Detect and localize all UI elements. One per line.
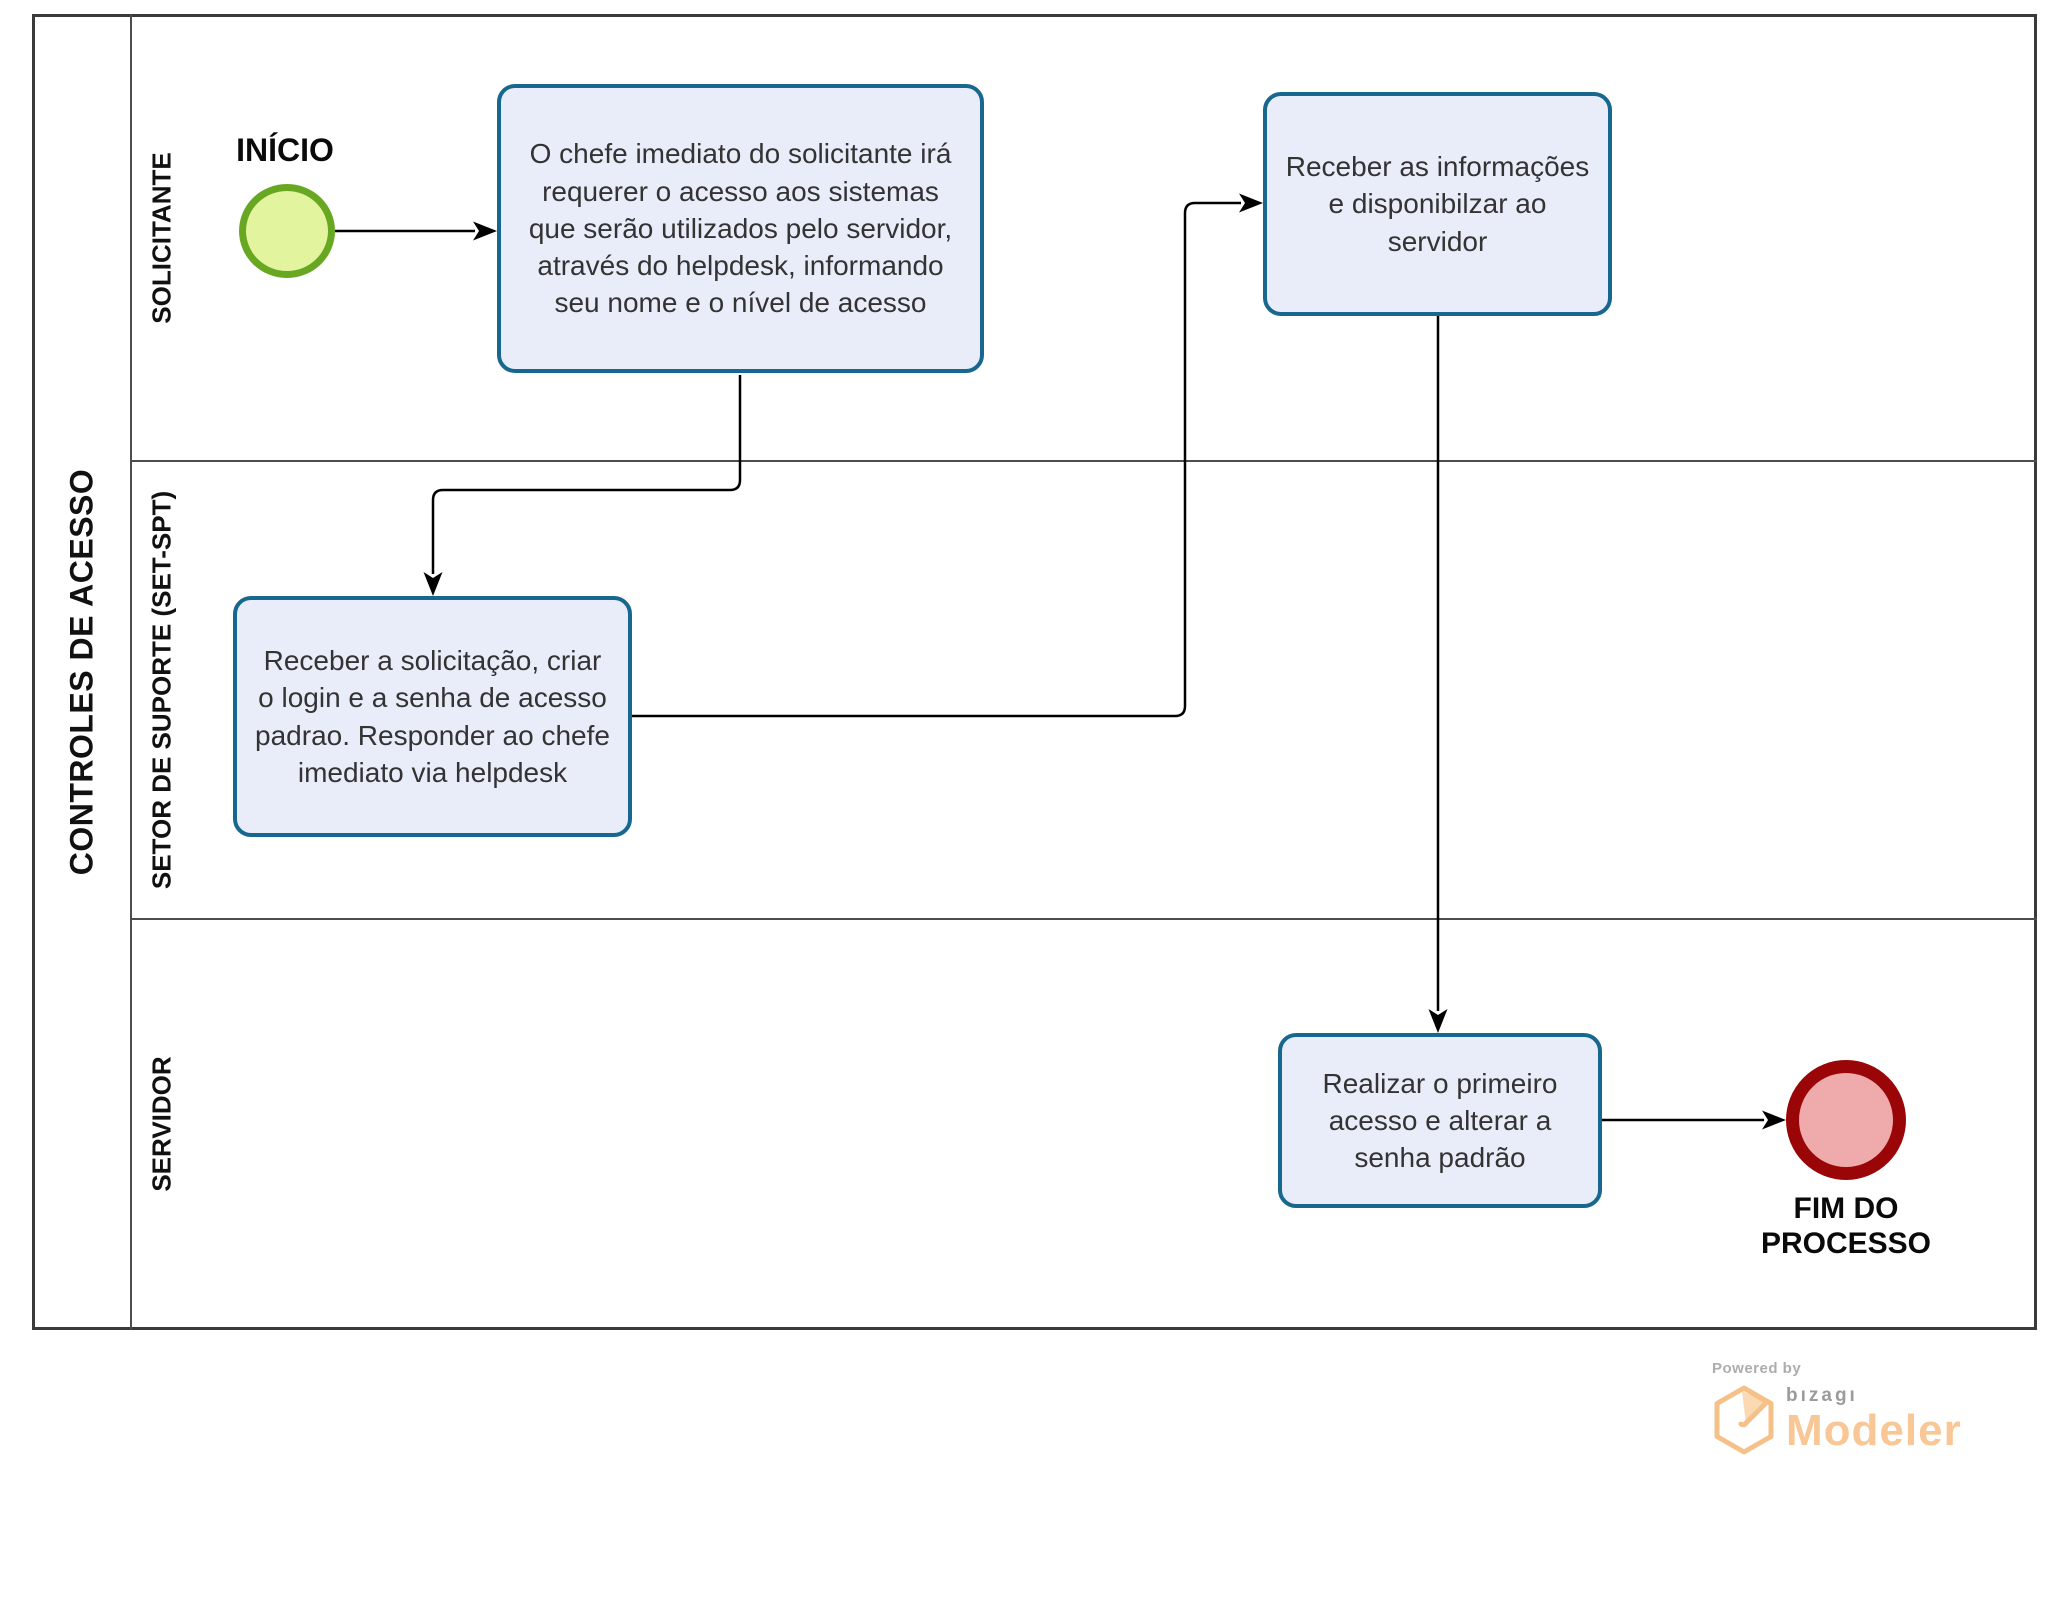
modeler-product-text: Modeler [1786,1406,1962,1455]
pool-title: CONTROLES DE ACESSO [63,468,100,876]
end-event-circle [1786,1060,1906,1180]
task-first-access: Realizar o primeiro acesso e alterar a s… [1278,1033,1602,1208]
task-create-login: Receber a solicitação, criar o login e a… [233,596,632,837]
lane-divider-setor-servidor [132,918,2037,920]
lane-divider-solicitante-setor [132,460,2037,462]
bizagi-brand-text: bızagı [1786,1385,1858,1406]
task-receive-info: Receber as informações e disponibilzar a… [1263,92,1612,316]
bizagi-watermark: Powered by bızagı Modeler [1712,1360,2012,1480]
lane-label-servidor: SERVIDOR [146,1056,177,1192]
pool-title-band-divider [130,14,132,1330]
lane-label-solicitante: SOLICITANTE [146,152,177,324]
start-event-label: INÍCIO [236,132,334,168]
start-event-circle [239,184,335,278]
end-event-label: FIM DO PROCESSO [1760,1192,1932,1260]
task-request-access: O chefe imediato do solicitante irá requ… [497,84,984,373]
bizagi-hexagon-icon [1714,1385,1774,1455]
powered-by-text: Powered by [1712,1360,1802,1377]
lane-label-setor-de-suporte: SETOR DE SUPORTE (SET-SPT) [146,490,177,890]
